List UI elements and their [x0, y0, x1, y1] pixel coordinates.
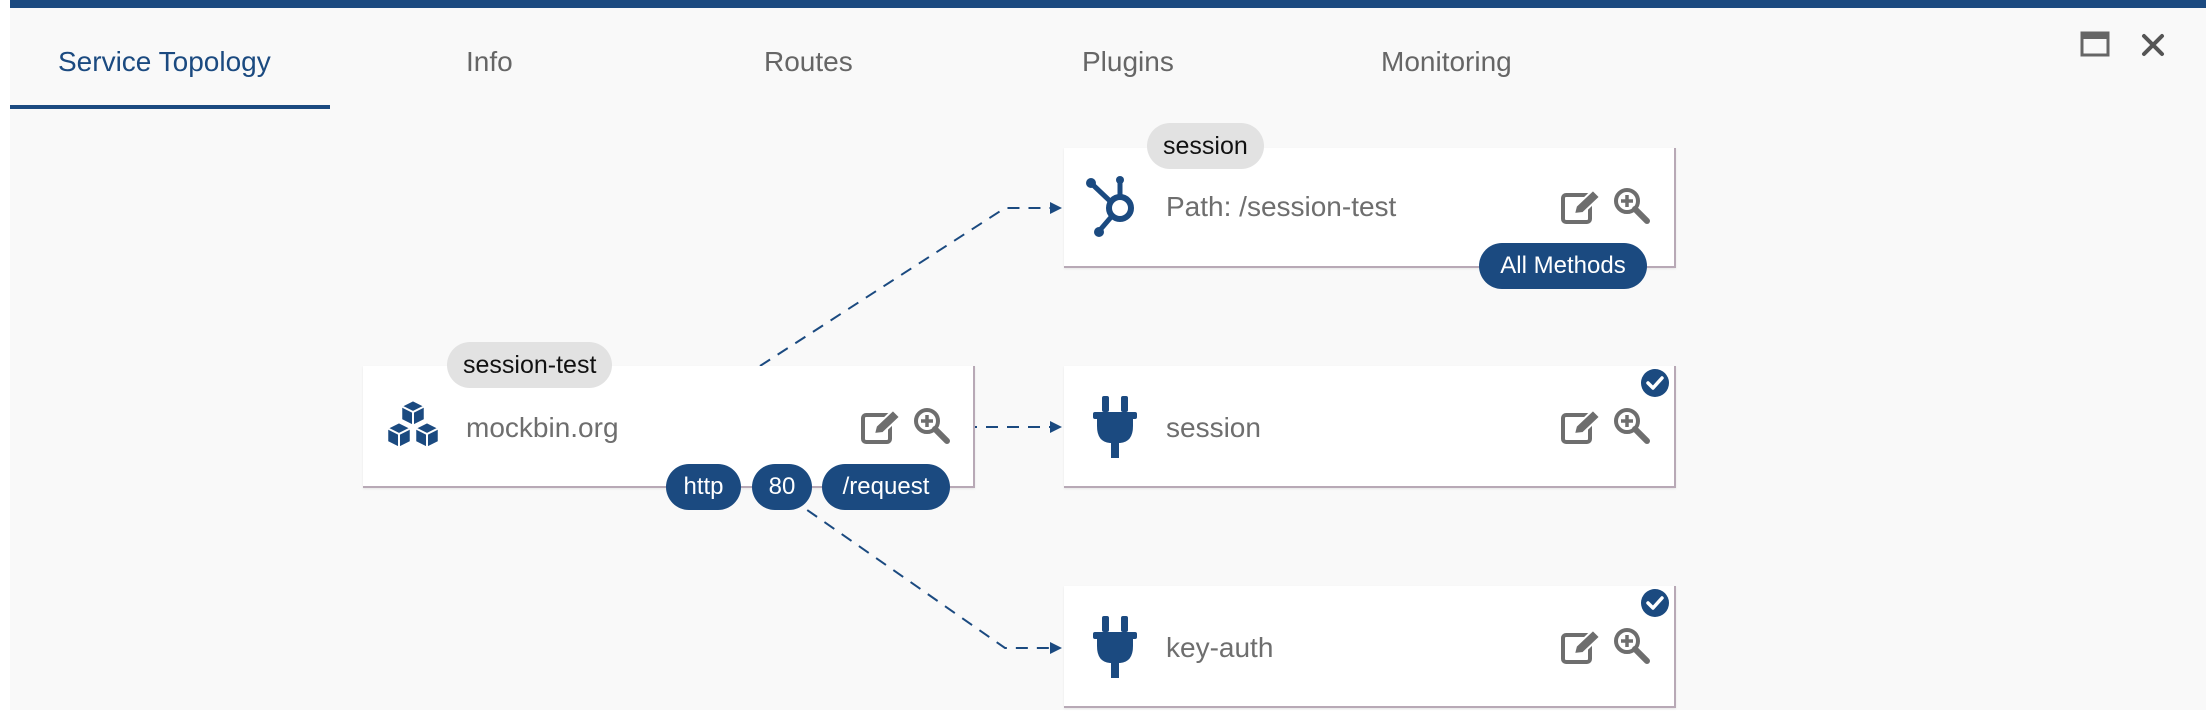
link-service-to-route	[759, 202, 1062, 367]
link-service-to-keyauth-plugin	[789, 497, 1062, 654]
plugin-node-key-auth[interactable]: key-auth	[1064, 586, 1676, 708]
plug-icon	[1093, 396, 1137, 458]
route-name-bubble: session	[1147, 123, 1264, 169]
plugin-node-session[interactable]: session	[1064, 366, 1676, 488]
zoom-in-route-icon[interactable]	[1612, 186, 1652, 226]
zoom-in-plugin-key-auth-icon[interactable]	[1612, 626, 1652, 666]
close-icon	[2142, 34, 2164, 56]
edit-route-icon[interactable]	[1560, 188, 1602, 226]
tab-info[interactable]: Info	[466, 46, 513, 77]
plug-icon	[1093, 616, 1137, 678]
port-badge: 80	[752, 464, 812, 510]
edit-service-icon[interactable]	[860, 408, 902, 446]
close-button[interactable]	[2138, 30, 2168, 65]
zoom-in-plugin-session-icon[interactable]	[1612, 406, 1652, 446]
tab-monitoring[interactable]: Monitoring	[1381, 46, 1512, 77]
window-left-edge	[0, 0, 10, 710]
edit-plugin-key-auth-icon[interactable]	[1560, 628, 1602, 666]
tab-bar: Service Topology Info Routes Plugins Mon…	[10, 8, 1610, 109]
tab-routes[interactable]: Routes	[764, 46, 853, 77]
service-name-bubble: session-test	[447, 342, 613, 388]
plugin-key-auth-label: key-auth	[1166, 632, 1274, 663]
window-maximize-icon	[2080, 31, 2110, 57]
edit-plugin-session-icon[interactable]	[1560, 408, 1602, 446]
service-detail-panel: Service Topology Info Routes Plugins Mon…	[10, 0, 2206, 710]
maximize-button[interactable]	[2080, 30, 2110, 65]
tab-service-topology[interactable]: Service Topology	[58, 46, 271, 77]
path-badge: /request	[822, 464, 950, 510]
plugin-session-enabled-check-icon	[1641, 369, 1669, 397]
service-host-label: mockbin.org	[466, 412, 619, 443]
tab-plugins[interactable]: Plugins	[1082, 46, 1174, 77]
zoom-in-service-icon[interactable]	[912, 406, 952, 446]
protocol-badge: http	[666, 464, 741, 510]
hub-icon	[1086, 176, 1134, 237]
active-tab-indicator	[10, 105, 330, 109]
route-path-label: Path: /session-test	[1166, 191, 1397, 222]
methods-badge: All Methods	[1479, 243, 1647, 289]
plugin-session-label: session	[1166, 412, 1261, 443]
plugin-key-auth-enabled-check-icon	[1641, 589, 1669, 617]
cubes-icon	[385, 398, 441, 450]
topology-links	[759, 202, 1062, 654]
